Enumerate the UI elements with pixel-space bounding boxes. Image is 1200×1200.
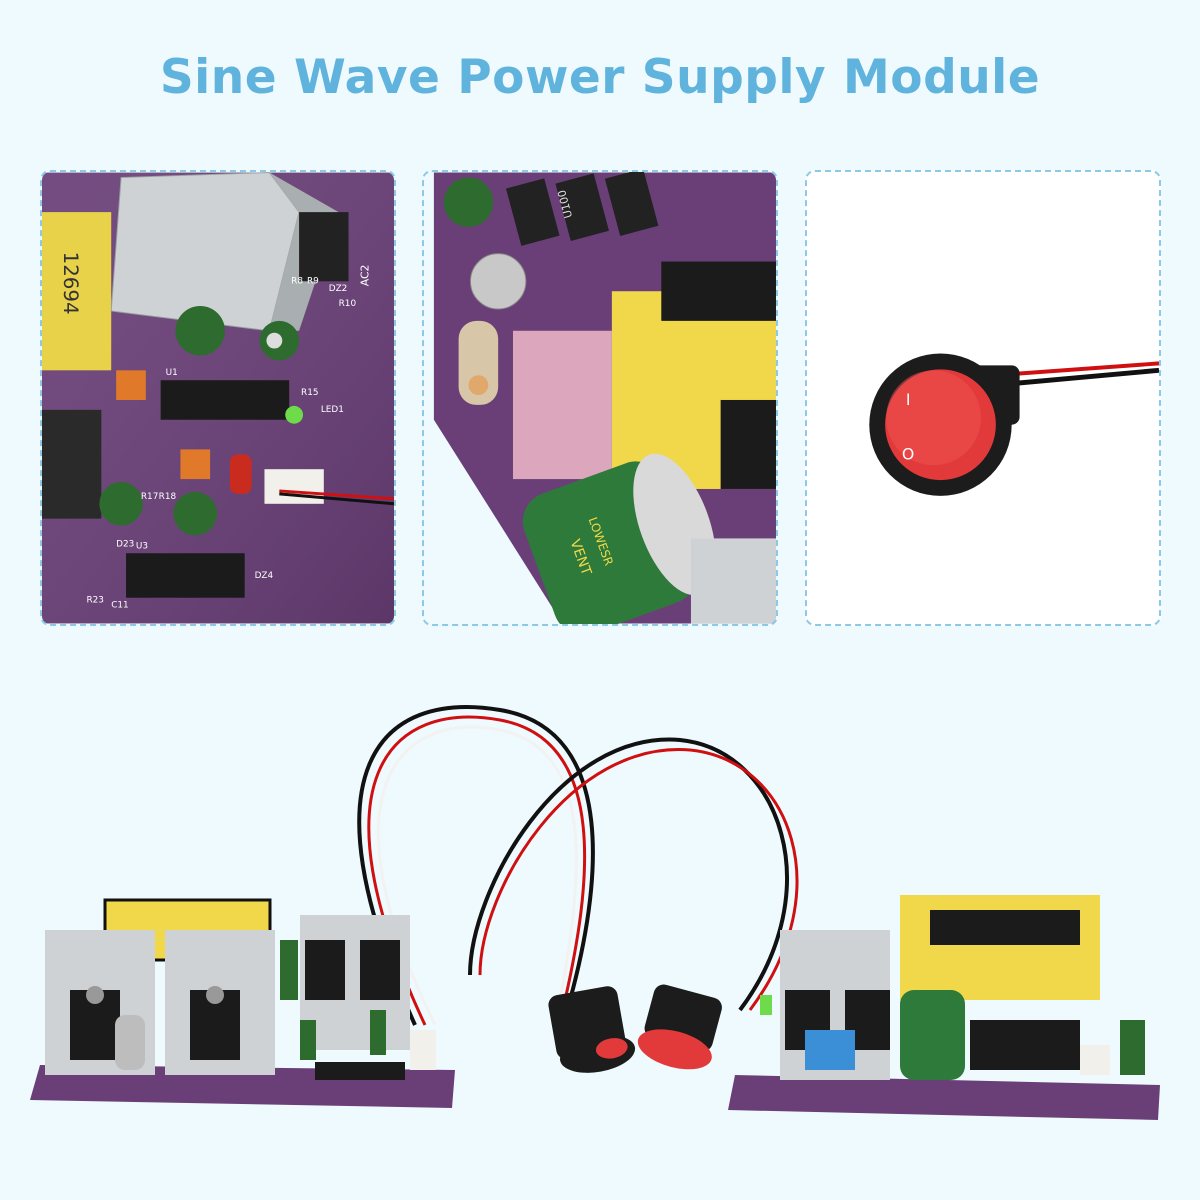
silk-r8: R8	[291, 276, 303, 286]
rocker-switch-closeup-panel: I O	[805, 170, 1161, 626]
silk-dz4: DZ4	[255, 571, 274, 581]
silk-r10: R10	[339, 299, 357, 309]
silk-led1: LED1	[321, 405, 344, 415]
switch-mark-i: I	[906, 390, 911, 409]
silk-dz2: DZ2	[329, 284, 348, 294]
switch-mark-o: O	[902, 444, 914, 463]
silk-r23: R23	[86, 596, 103, 606]
rocker-switch-closeup-image: I O	[807, 172, 1159, 624]
silk-ac2: AC2	[358, 265, 371, 287]
silk-r15: R15	[301, 388, 318, 398]
fuse-capacitor-closeup-image: U100 VENT LOWESR	[424, 172, 776, 624]
silk-u3: U3	[136, 541, 148, 551]
control-board-closeup-image: 12694 AC2 R15 LED1 DZ2 R10 R9 R8 U1	[42, 172, 394, 624]
page-title: Sine Wave Power Supply Module	[159, 50, 1041, 105]
fuse-capacitor-closeup-panel: U100 VENT LOWESR	[422, 170, 778, 626]
silk-r18: R18	[159, 492, 177, 502]
control-board-closeup-panel: 12694 AC2 R15 LED1 DZ2 R10 R9 R8 U1	[40, 170, 396, 626]
silk-r9: R9	[307, 276, 319, 286]
silk-12694: 12694	[59, 252, 82, 315]
modules-with-switches-image	[30, 705, 1160, 1120]
silk-r17: R17	[141, 492, 158, 502]
silk-d23: D23	[116, 539, 134, 549]
silk-c11: C11	[111, 601, 129, 611]
product-photo	[0, 690, 1200, 1170]
silk-u1: U1	[166, 368, 178, 378]
